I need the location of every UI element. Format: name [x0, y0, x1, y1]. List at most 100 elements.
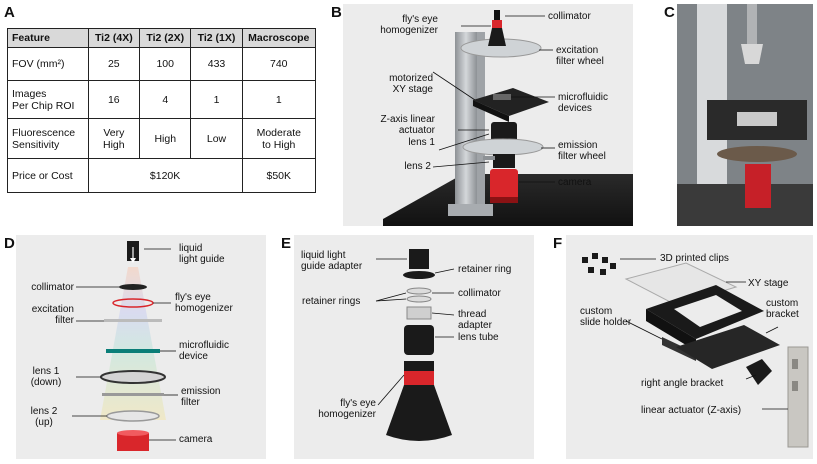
cell: 1 [190, 80, 243, 119]
excitation-filter-d [104, 319, 162, 322]
label-line: slide holder [580, 317, 632, 328]
cell-macro-price: $50K [241, 158, 317, 193]
label-line: emission [558, 140, 598, 151]
label-line: filter wheel [556, 56, 604, 67]
label-line: filter wheel [558, 151, 606, 162]
comparison-table: Feature Ti2 (4X) Ti2 (2X) Ti2 (1X) Macro… [7, 28, 317, 193]
header-macroscope: Macroscope [241, 28, 317, 48]
photo-collimator [741, 44, 763, 64]
table-row: Price or Cost $120K $50K [7, 158, 317, 193]
emission-filter-d [102, 393, 164, 396]
cell: 25 [87, 47, 141, 81]
label-linear-actuator: linear actuator (Z-axis) [641, 405, 742, 416]
collimator-e [406, 306, 432, 320]
rail-base [448, 204, 493, 216]
label-line: fly's eye [402, 14, 438, 25]
bracket-plate [676, 325, 780, 369]
cell: Low [190, 118, 243, 159]
table-header-row: Feature Ti2 (4X) Ti2 (2X) Ti2 (1X) Macro… [7, 28, 317, 48]
label-line: (up) [35, 417, 53, 428]
label-line: device [179, 351, 208, 362]
label-line: custom [580, 306, 613, 317]
label-line: filter [181, 397, 200, 408]
cell: 1 [241, 80, 317, 119]
label-retainer-rings: retainer rings [302, 296, 361, 307]
label-line: homogenizer [318, 409, 376, 420]
label-xy-stage-f: XY stage [748, 278, 789, 289]
row-label-price: Price or Cost [7, 158, 89, 193]
cell: 4 [139, 80, 192, 119]
label-collimator: collimator [548, 11, 591, 22]
label-lens-1-d: lens 1(down) [18, 366, 74, 388]
collimator-body [494, 10, 500, 20]
cell-line: Very [103, 126, 125, 139]
row-label-fov: FOV (mm²) [7, 47, 89, 81]
label-line: (down) [30, 377, 62, 388]
header-ti2-2x: Ti2 (2X) [139, 28, 192, 48]
label-line: thread [458, 309, 487, 320]
label-line: liquid [179, 243, 203, 254]
camera-base [490, 197, 518, 203]
panel-letter-f: F [553, 235, 563, 252]
cell-line: High [103, 138, 125, 151]
cell-line: Moderate [256, 126, 301, 139]
panel-letter-d: D [4, 235, 15, 252]
right-angle-bracket [746, 359, 772, 385]
label-line: microfluidic [179, 340, 230, 351]
row-label-line: Images [12, 87, 47, 100]
label-line: adapter [458, 320, 492, 331]
microfluidic-device-d [106, 349, 160, 353]
rail-side [477, 32, 485, 212]
panel-letter-e: E [281, 235, 292, 252]
linear-actuator [787, 346, 809, 448]
label-line: XY stage [392, 84, 433, 95]
leader-lines [72, 248, 178, 441]
label-line: liquid light [301, 250, 346, 261]
cell-ti2-price: $120K [87, 158, 243, 193]
panel-e-diagram [294, 235, 534, 459]
label-line: bracket [766, 309, 799, 320]
camera-d [117, 433, 149, 451]
label-lens-tube: lens tube [458, 332, 499, 343]
label-retainer-ring: retainer ring [458, 264, 512, 275]
label-line: motorized [389, 73, 433, 84]
panel-letter-a: A [4, 4, 15, 21]
cell-line: to High [262, 138, 296, 151]
label-line: homogenizer [175, 303, 233, 314]
cell: 100 [139, 47, 192, 81]
cell: 740 [241, 47, 317, 81]
leader-lines [620, 258, 788, 410]
xy-stage-side [473, 100, 509, 122]
retainer-ring-top [403, 271, 435, 279]
panel-letter-c: C [664, 4, 675, 21]
label-lens-1: lens 1 [408, 137, 435, 148]
label-line: custom [766, 298, 799, 309]
lens-1 [491, 122, 517, 144]
panel-f-diagram [566, 235, 813, 459]
label-line: lens 1 [32, 366, 60, 377]
label-line: devices [558, 103, 592, 114]
macroscope-render [383, 10, 633, 226]
homogenizer-red-band [404, 371, 434, 385]
homogenizer-exploded [375, 249, 455, 441]
xy-stage-window [674, 295, 742, 327]
leader-lines [375, 258, 455, 406]
header-ti2-4x: Ti2 (4X) [87, 28, 141, 48]
label-collimator-e: collimator [458, 288, 501, 299]
label-line: fly's eye [175, 292, 211, 303]
label-lens-2-d: lens 2(up) [16, 406, 72, 428]
label-camera-d: camera [179, 434, 213, 445]
